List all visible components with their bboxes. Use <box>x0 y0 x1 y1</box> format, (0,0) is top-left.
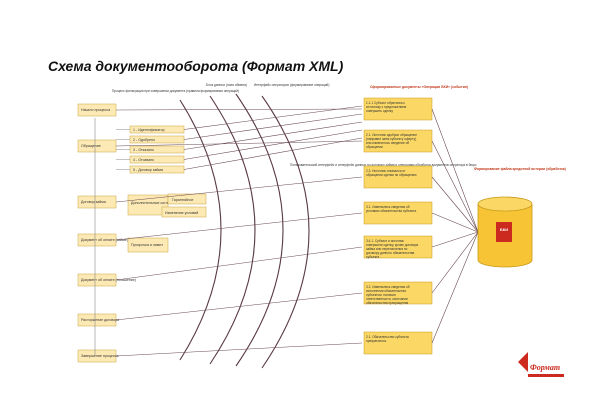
process-step-label: Расторжение договора <box>81 318 119 322</box>
event-to-db-line <box>431 140 479 233</box>
process-step-label: Начало процесса <box>81 108 110 112</box>
payment-box <box>127 237 169 253</box>
bki-icon <box>496 222 512 242</box>
event-to-db-line <box>431 231 479 344</box>
flow-line <box>183 113 363 140</box>
interface-header: Интерфейс операторов (формирование опера… <box>254 83 329 87</box>
process-to-event-line <box>115 212 363 241</box>
event-note-label: 2.1. Источник одобрил обращение(направил… <box>366 133 417 149</box>
process-to-event-line <box>115 176 363 203</box>
process-step-label: Договор займа <box>81 200 106 204</box>
logo-bar <box>528 374 564 377</box>
sub-items-group: 1 - Идентификатор 2 - Одобрено 3 - Отказан… <box>116 105 363 174</box>
event-to-db-line <box>431 231 479 294</box>
sub-item-label: 5 - Договор займа <box>133 168 163 172</box>
contract-boxes: Дополнительные соглашения Гарантийное Из… <box>127 193 207 253</box>
bki-icon-label: БКИ <box>500 227 508 232</box>
event-to-db-line <box>431 231 479 248</box>
process-step-label: Завершение процесса <box>81 354 118 358</box>
process-header: Процесс фильтрации при совершении докуме… <box>112 89 239 93</box>
data-block-header: Блок данных (поля обмена) <box>206 83 247 87</box>
bki-process-label: Формирование файла кредитной истории (об… <box>474 167 566 171</box>
process-step-label: Документ об оплате (займе) <box>81 238 128 242</box>
payment-box-label: Просрочка и лимит <box>131 243 163 247</box>
bki-database: Формирование файла кредитной истории (об… <box>474 167 566 268</box>
contract-box-1-label: Дополнительные соглашения <box>131 201 180 205</box>
contract-box-2 <box>167 193 207 205</box>
flow-line <box>183 105 363 130</box>
format-logo: Формат <box>518 352 564 377</box>
db-top <box>477 196 533 212</box>
event-to-db-line <box>431 212 479 233</box>
contract-box-3 <box>161 206 207 218</box>
arc-1 <box>179 99 222 361</box>
middle-note: Пользовательский интерфейс и интерфейс д… <box>290 163 477 167</box>
process-to-event-line <box>115 292 363 321</box>
process-to-event-line <box>115 108 363 111</box>
sub-item-label: 2 - Одобрено <box>133 138 155 142</box>
arc-4 <box>261 95 310 369</box>
process-to-event-line <box>115 342 363 357</box>
flow-line <box>183 137 363 170</box>
flow-line <box>183 129 363 160</box>
arc-3 <box>235 93 284 367</box>
page-title: Схема документооборота (Формат XML) <box>48 58 344 74</box>
process-to-event-line <box>115 140 363 147</box>
sub-item-label: 1 - Идентификатор <box>133 128 165 132</box>
contract-box-2-label: Гарантийное <box>172 198 193 202</box>
process-step-label: Документ об оплате (погашение) <box>81 278 136 282</box>
event-to-db-line <box>431 176 479 233</box>
contract-box-3-label: Изменение условий <box>165 211 198 215</box>
logo-mark <box>518 352 528 372</box>
sub-item-label: 4 - Отозвано <box>133 158 154 162</box>
event-to-db-line <box>431 108 479 233</box>
process-step-label: Обращение <box>81 144 101 148</box>
arc-2 <box>209 95 256 365</box>
process-to-event-line <box>115 246 363 281</box>
sub-item-label: 3 - Отказано <box>133 148 154 152</box>
logo-text: Формат <box>530 363 560 372</box>
formed-docs-header: Сформированные документы «Операции БКИ» … <box>370 85 468 89</box>
flow-line <box>183 121 363 150</box>
